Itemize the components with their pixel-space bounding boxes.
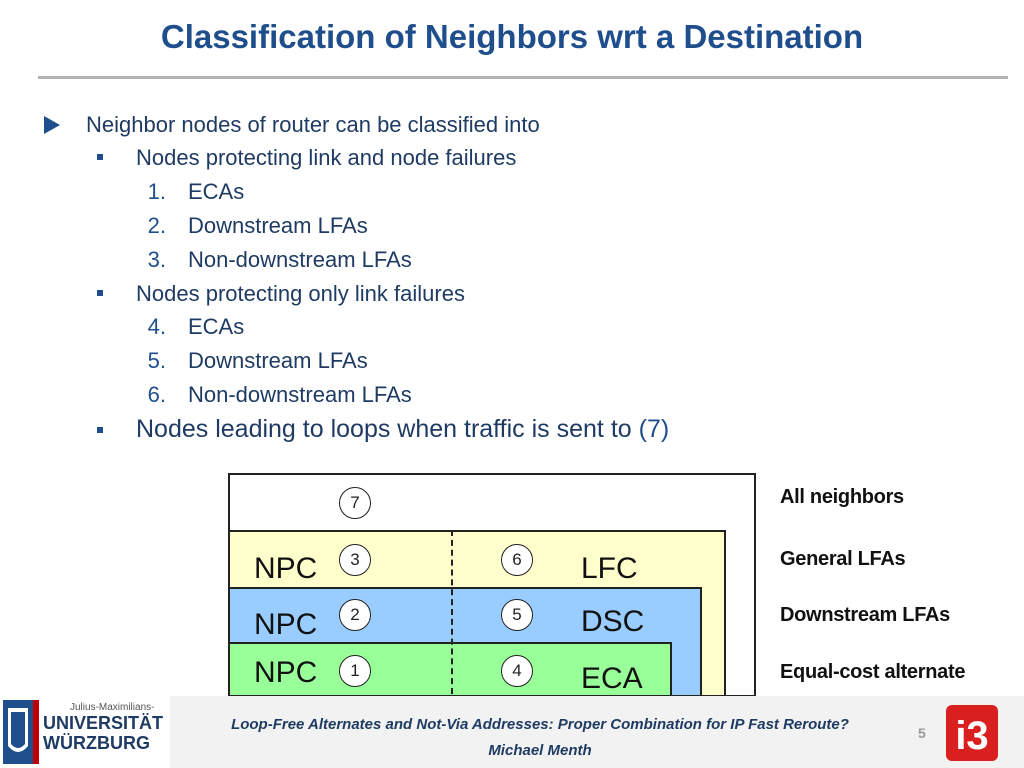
i3-logo-icon: i3 bbox=[946, 705, 998, 761]
square-bullet-icon bbox=[97, 154, 103, 160]
legend-downstream-lfas: Downstream LFAs bbox=[780, 604, 950, 626]
list-item: Non-downstream LFAs bbox=[188, 382, 412, 407]
square-bullet-icon bbox=[97, 427, 103, 433]
circle-label-3: 3 bbox=[339, 544, 371, 576]
list-item: Non-downstream LFAs bbox=[188, 247, 412, 272]
eca-box bbox=[228, 642, 672, 697]
university-logo: Julius-Maximilians- UNIVERSITÄT WÜRZBURG bbox=[0, 696, 170, 768]
circle-label-6: 6 bbox=[501, 544, 533, 576]
sub-bullet-3-ref: (7) bbox=[638, 415, 670, 443]
sub-bullet-3: Nodes leading to loops when traffic is s… bbox=[136, 415, 669, 444]
circle-label-2: 2 bbox=[339, 599, 371, 631]
main-bullet: Neighbor nodes of router can be classifi… bbox=[86, 112, 540, 137]
sub-bullet-3-text: Nodes leading to loops when traffic is s… bbox=[136, 415, 639, 443]
list-number: 1. bbox=[147, 179, 166, 204]
list-number: 3. bbox=[147, 247, 166, 272]
list-item: Downstream LFAs bbox=[188, 348, 368, 373]
list-number: 2. bbox=[147, 213, 166, 238]
legend-general-lfas: General LFAs bbox=[780, 548, 906, 570]
divider-dashed-line bbox=[451, 530, 453, 694]
i3-logo-text: i3 bbox=[955, 714, 988, 758]
list-item: ECAs bbox=[188, 314, 245, 339]
legend-equal-cost-alternate: Equal-cost alternate bbox=[780, 661, 966, 683]
sub-bullet-2: Nodes protecting only link failures bbox=[136, 281, 465, 306]
footer-bar bbox=[0, 696, 1024, 768]
list-number: 4. bbox=[147, 314, 166, 339]
square-bullet-icon bbox=[97, 290, 103, 296]
legend-all-neighbors: All neighbors bbox=[780, 486, 904, 508]
footer-talk-title: Loop-Free Alternates and Not-Via Address… bbox=[231, 716, 849, 733]
list-item: ECAs bbox=[188, 179, 245, 204]
dsc-label: DSC bbox=[581, 605, 645, 638]
sub-bullet-1: Nodes protecting link and node failures bbox=[136, 145, 517, 170]
circle-label-5: 5 bbox=[501, 599, 533, 631]
circle-label-1: 1 bbox=[339, 655, 371, 687]
circle-label-7: 7 bbox=[339, 487, 371, 519]
logo-line-1: Julius-Maximilians- bbox=[70, 702, 154, 713]
page-number: 5 bbox=[918, 725, 926, 741]
triangle-bullet-icon bbox=[44, 116, 60, 134]
list-item: Downstream LFAs bbox=[188, 213, 368, 238]
list-number: 6. bbox=[147, 382, 166, 407]
npc-label: NPC bbox=[254, 656, 318, 689]
npc-label: NPC bbox=[254, 552, 318, 585]
npc-label: NPC bbox=[254, 608, 318, 641]
list-number: 5. bbox=[147, 348, 166, 373]
slide-title: Classification of Neighbors wrt a Destin… bbox=[160, 18, 864, 55]
lfc-label: LFC bbox=[581, 552, 638, 585]
title-divider bbox=[38, 76, 1008, 79]
eca-label: ECA bbox=[581, 662, 643, 695]
logo-line-2: UNIVERSITÄT bbox=[43, 713, 163, 733]
logo-line-3: WÜRZBURG bbox=[43, 733, 150, 753]
circle-label-4: 4 bbox=[501, 655, 533, 687]
footer-author: Michael Menth bbox=[488, 742, 592, 759]
